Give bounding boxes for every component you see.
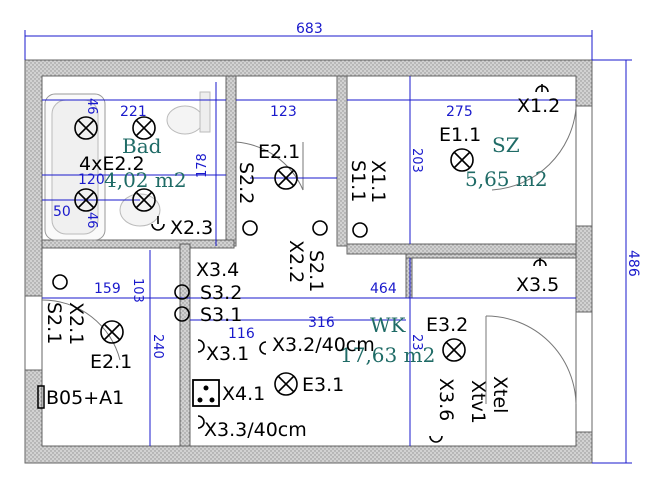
label-x3-3: X3.3/40cm — [204, 419, 307, 441]
room-labels: Bad 4,02 m2 SZ 5,65 m2 WK 17,63 m2 — [104, 133, 548, 367]
dim-bath-46-top: 46 — [84, 98, 99, 115]
switch-icon — [174, 284, 190, 300]
switch-icon — [52, 274, 68, 290]
room-wk-area: 17,63 m2 — [340, 343, 435, 367]
outlet-icon — [533, 258, 547, 267]
light-icon — [74, 188, 98, 212]
dim-wk-464: 464 — [370, 281, 397, 297]
label-e3-1: E3.1 — [302, 374, 344, 396]
outlet-icon — [197, 415, 205, 429]
dim-sz-203: 203 — [409, 148, 424, 173]
dim-wk-23: 23 — [409, 334, 424, 351]
label-x3-1: X3.1 — [206, 343, 249, 365]
label-x4-1: X4.1 — [222, 383, 265, 405]
dim-bath-50: 50 — [53, 204, 71, 220]
light-icon — [100, 320, 124, 344]
dim-overall-width: 683 — [296, 21, 323, 37]
dim-lower-103: 103 — [130, 278, 145, 303]
dim-sz-275: 275 — [446, 104, 473, 120]
room-bad-area: 4,02 m2 — [104, 168, 187, 192]
switch-icon — [174, 306, 190, 322]
label-s2-2: S2.2 — [235, 162, 257, 204]
label-x3-2: X3.2/40cm — [272, 334, 375, 356]
light-icon — [132, 116, 156, 140]
label-x2-1: X2.1 — [65, 302, 87, 345]
dim-wk-116: 116 — [228, 326, 255, 342]
label-x2-3: X2.3 — [170, 217, 213, 239]
label-e2-2: 4xE2.2 — [79, 153, 145, 175]
dimension-lines — [24, 30, 632, 464]
dimension-labels: 683 486 221 46 178 120 50 46 123 275 203… — [53, 21, 641, 359]
outlet-icon — [151, 216, 165, 231]
dim-bath-46-bottom: 46 — [84, 212, 99, 229]
dim-wk-316: 316 — [308, 315, 335, 331]
outlet-icon — [197, 339, 205, 353]
label-x1-1: X1.1 — [367, 160, 389, 203]
label-b05: B05+A1 — [46, 387, 124, 409]
label-s2-1-left: S2.1 — [43, 302, 65, 344]
outlet-icon — [535, 84, 549, 93]
label-s1-1: S1.1 — [347, 160, 369, 202]
dim-bath-178: 178 — [195, 153, 210, 178]
light-icon — [442, 338, 466, 362]
stove-icon — [192, 379, 220, 407]
light-icon — [274, 166, 298, 190]
light-icon — [450, 148, 474, 172]
switch-icon — [352, 222, 368, 238]
dim-lower-159: 159 — [94, 281, 121, 297]
switch-icon — [242, 220, 258, 236]
label-s3-1: S3.1 — [200, 304, 242, 326]
symbol-labels: X1.2 E1.1 E2.1 4xE2.2 X2.3 X3.4 S3.2 S3.… — [46, 95, 560, 441]
door-swings — [41, 107, 577, 405]
switch-symbols — [52, 84, 549, 443]
walls — [24, 59, 593, 464]
outlet-icon — [259, 341, 267, 355]
room-sz-area: 5,65 m2 — [465, 167, 548, 191]
label-x3-4: X3.4 — [196, 259, 239, 281]
symbol-labels-vertical: S2.2 S2.1 X2.2 X1.1 S1.1 X2.1 S2.1 X3.6 … — [43, 160, 511, 424]
label-xtel: Xtel — [489, 376, 511, 413]
label-s2-1-hall: S2.1 — [305, 250, 327, 292]
label-x2-2: X2.2 — [285, 240, 307, 283]
dim-hall-123: 123 — [270, 104, 297, 120]
label-x3-6: X3.6 — [435, 378, 457, 421]
dim-overall-height: 486 — [625, 250, 641, 277]
dim-lower-240: 240 — [150, 334, 165, 359]
switch-icon — [312, 220, 328, 236]
label-e1-1: E1.1 — [439, 124, 481, 146]
label-x1-2: X1.2 — [517, 95, 560, 117]
outlet-icon — [429, 435, 443, 443]
light-icon — [274, 372, 298, 396]
label-e3-2: E3.2 — [426, 314, 468, 336]
label-xtv: Xtv1 — [467, 380, 489, 424]
dim-bath-120: 120 — [78, 172, 105, 188]
light-symbols — [74, 116, 474, 396]
dim-bath-221: 221 — [120, 104, 147, 120]
label-e2-1-top: E2.1 — [258, 141, 300, 163]
light-icon — [132, 188, 156, 212]
distribution-board-icon — [37, 385, 45, 409]
label-e2-1-bottom: E2.1 — [90, 351, 132, 373]
room-wk-name: WK — [370, 313, 407, 337]
light-icon — [74, 116, 98, 140]
label-x3-5: X3.5 — [516, 274, 559, 296]
label-s3-2: S3.2 — [200, 282, 242, 304]
room-sz-name: SZ — [492, 133, 520, 157]
